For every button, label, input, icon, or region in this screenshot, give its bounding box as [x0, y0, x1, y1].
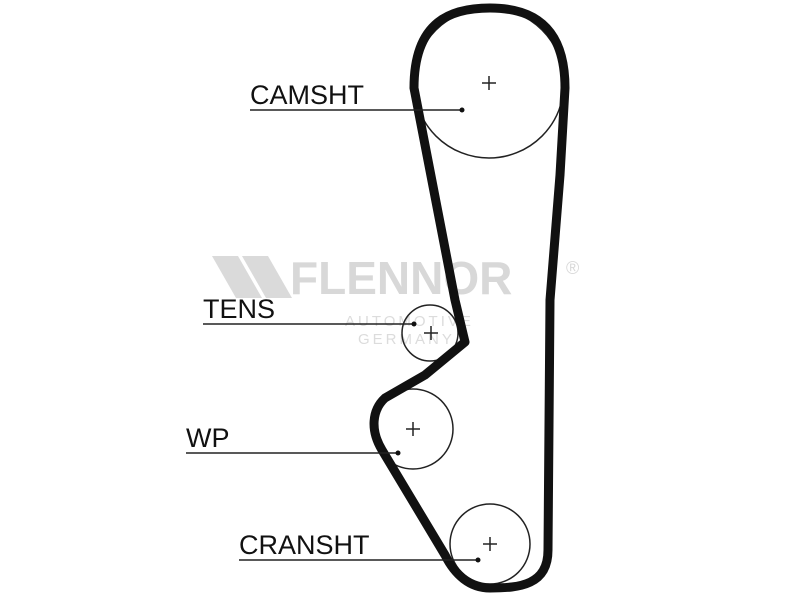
- leader-lines: [186, 109, 478, 561]
- camshaft-center-cross-icon: [482, 76, 496, 90]
- timing-belt: [369, 3, 570, 593]
- tensioner-label: TENS: [203, 294, 275, 324]
- watermark-brand: FLENNOR: [290, 252, 512, 304]
- pulley-centers: [406, 76, 497, 551]
- camshaft-label: CAMSHT: [250, 80, 364, 110]
- crankshaft-center-cross-icon: [483, 537, 497, 551]
- tensioner-center-cross-icon: [424, 326, 438, 340]
- leader-dots: [395, 107, 481, 563]
- water-pump-center-cross-icon: [406, 422, 420, 436]
- water-pump-label: WP: [186, 423, 230, 453]
- flennor-watermark: FLENNOR ® AUTOMOTIVE GERMANY: [212, 252, 579, 348]
- tensioner-pulley: [401, 304, 459, 362]
- watermark-line1: AUTOMOTIVE: [345, 313, 474, 330]
- watermark-line2: GERMANY: [358, 331, 455, 348]
- flennor-logo-icon: [212, 256, 292, 298]
- watermark-registered: ®: [566, 258, 579, 278]
- crankshaft-label: CRANSHT: [239, 530, 370, 560]
